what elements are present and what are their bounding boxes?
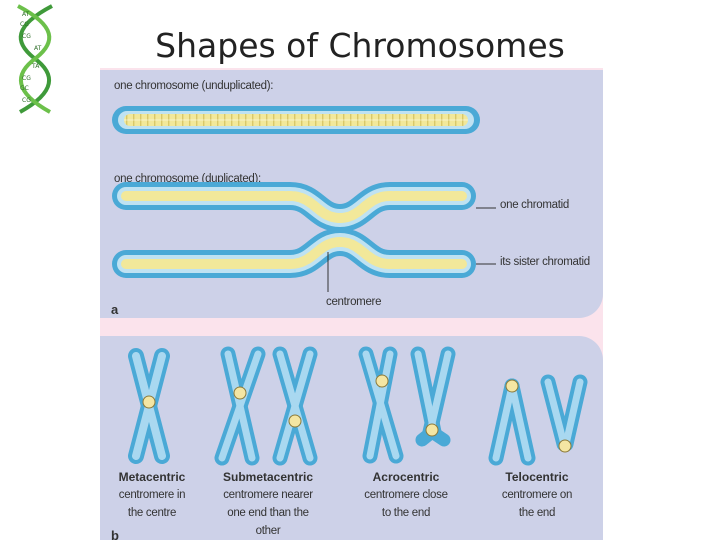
logo-base-pair-text: TA [31,63,40,70]
type-description-telocentric: centromere on the end [477,486,597,522]
submetacentric-chromosome-2 [272,346,318,466]
logo-base-pair-text: CG [22,75,31,82]
logo-base-pair-text: CG [20,21,29,28]
type-description-line: centromere close [364,489,448,501]
submetacentric-chromosome-1 [214,346,266,466]
type-description-line: one end than the [227,507,309,519]
centromere-submetacentric-2 [288,414,302,428]
centromere-submetacentric-1 [233,386,247,400]
label-one-chromatid: one chromatid [500,199,569,211]
panel-letter-b: b [111,528,119,543]
logo-base-pair-text: AT [34,45,42,52]
logo-base-pair-text: CG [22,97,31,104]
label-centromere: centromere [326,296,382,308]
type-description-line: other [255,525,281,537]
logo-base-pair-text: GC [20,85,29,92]
type-description-line: centromere on [501,489,573,501]
label-unduplicated: one chromosome (unduplicated): [114,80,274,92]
type-description-metacentric: centromere in the centre [92,486,212,522]
panel-b-drawing [128,346,588,466]
type-description-line: the end [518,507,556,519]
logo-base-pair-text: CG [22,33,31,40]
centromere-acrocentric-1 [375,374,389,388]
type-description-line: the centre [127,507,177,519]
type-description-line: centromere nearer [223,489,313,501]
label-sister-chromatid: its sister chromatid [500,256,590,268]
logo-base-pair-text: AT [22,11,30,18]
chromatid-top [112,182,476,233]
panel-letter-a: a [111,302,119,317]
type-name-telocentric: Telocentric [505,470,569,484]
centromere-acrocentric-2 [425,423,439,437]
acrocentric-chromosome-2 [410,346,456,447]
panel-b: Metacentric centromere in the centre Submet… [100,336,603,543]
telocentric-chromosome-2 [540,374,588,452]
chromatid-bottom [112,227,476,278]
panel-a: one chromosome (unduplicated): one chrom… [100,70,603,318]
unduplicated-chromosome [112,106,480,134]
page-title: Shapes of Chromosomes [155,26,565,65]
type-description-submetacentric: centromere nearer one end than the other [208,486,328,540]
acrocentric-chromosome-1 [358,346,404,464]
centromere-telocentric-2 [558,439,572,453]
chromosome-figure: one chromosome (unduplicated): one chrom… [100,68,603,543]
centromere-metacentric [142,395,156,409]
type-name-metacentric: Metacentric [118,470,186,484]
type-name-submetacentric: Submetacentric [222,470,314,484]
telocentric-chromosome-1 [488,378,536,466]
centromere-telocentric-1 [505,379,519,393]
panel-a-drawing [112,106,496,292]
type-description-line: centromere in [118,489,186,501]
type-name-acrocentric: Acrocentric [372,470,440,484]
type-description-acrocentric: centromere close to the end [346,486,466,522]
type-description-line: to the end [381,507,431,519]
